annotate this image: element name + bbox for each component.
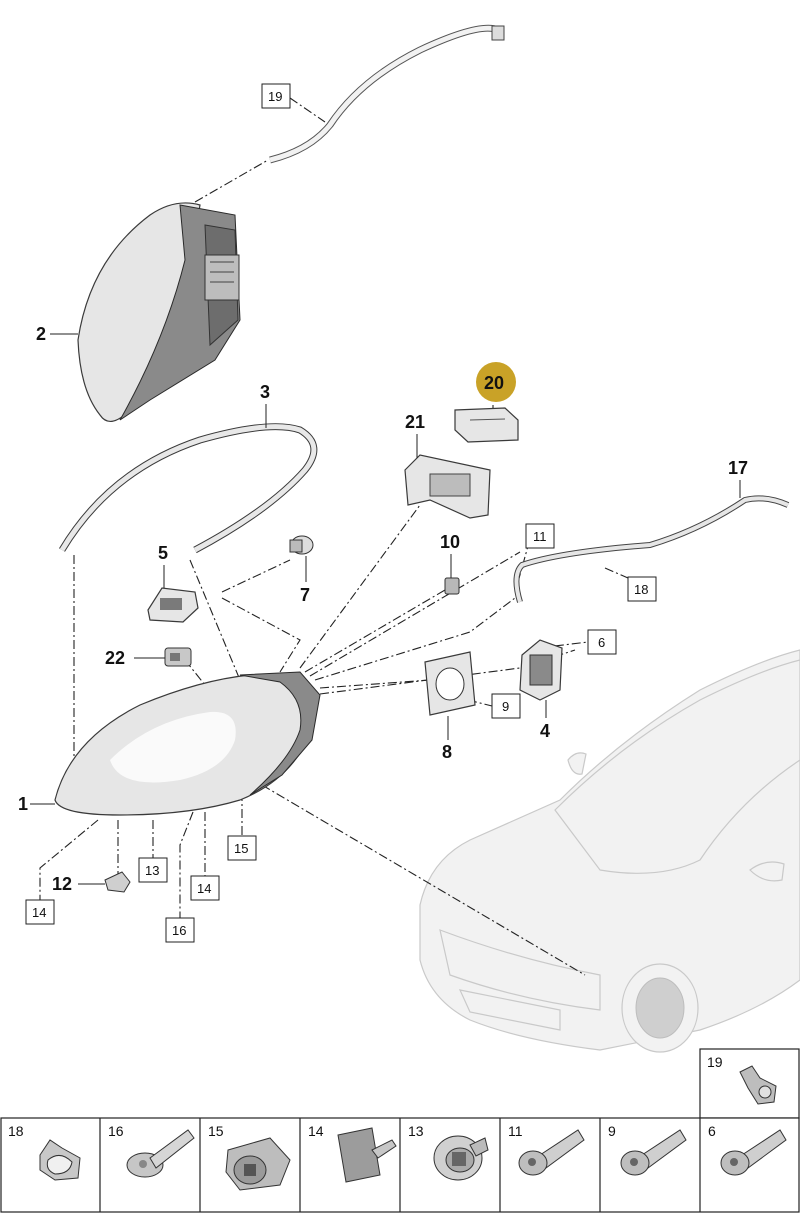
- control-unit-part-20: [454, 407, 519, 443]
- box-14-right: 14: [197, 881, 211, 896]
- callout-10: 10: [440, 532, 460, 552]
- screw-icon-13: [433, 1135, 489, 1181]
- box-13: 13: [145, 863, 159, 878]
- callout-2: 2: [36, 324, 46, 344]
- callout-20: 20: [484, 373, 504, 393]
- legend-label-15: 15: [208, 1123, 224, 1139]
- callout-17: 17: [728, 458, 748, 478]
- bolt-icon-16: [126, 1129, 195, 1178]
- callout-12: 12: [52, 874, 72, 894]
- callout-3: 3: [260, 382, 270, 402]
- wiring-harness-17: [513, 495, 790, 603]
- legend-label-16: 16: [108, 1123, 124, 1139]
- box-16: 16: [172, 923, 186, 938]
- box-6: 6: [598, 635, 605, 650]
- callout-21: 21: [405, 412, 425, 432]
- box-9: 9: [502, 699, 509, 714]
- clip-icon-18: [39, 1139, 81, 1181]
- actuator-part-7: [289, 535, 314, 555]
- legend-label-19: 19: [707, 1054, 723, 1070]
- nut-icon-15: [225, 1137, 291, 1191]
- vehicle-silhouette: [419, 649, 800, 1053]
- bolt-icon-11: [518, 1129, 585, 1176]
- box-18: 18: [634, 582, 648, 597]
- callout-5: 5: [158, 543, 168, 563]
- bolt-icon-6: [720, 1129, 787, 1176]
- box-15: 15: [234, 841, 248, 856]
- legend-label-14: 14: [308, 1123, 324, 1139]
- callout-labels: 1 2 3 4 5 7 8 10 12 17 21 22 20: [18, 324, 748, 894]
- boxed-callouts: 19 11 18 6 9 15 13 14 14 16: [25, 83, 657, 943]
- fastener-legend: 19 18 16 15 14 13 11 9 6: [0, 1048, 800, 1213]
- headlight-assembly-part-1: [54, 671, 321, 816]
- callout-4: 4: [540, 721, 550, 741]
- legend-label-9: 9: [608, 1123, 616, 1139]
- legend-label-6: 6: [708, 1123, 716, 1139]
- legend-label-18: 18: [8, 1123, 24, 1139]
- callout-7: 7: [300, 585, 310, 605]
- legend-label-11: 11: [508, 1123, 523, 1139]
- nut-part-12: [104, 871, 131, 893]
- box-19: 19: [268, 89, 282, 104]
- callout-1: 1: [18, 794, 28, 814]
- bolt-icon-9: [620, 1129, 687, 1176]
- clip-part-10: [444, 577, 460, 595]
- box-14-left: 14: [32, 905, 46, 920]
- wiring-harness-19: [269, 24, 505, 164]
- control-module-part-5: [147, 587, 199, 623]
- stud-icon-14: [337, 1127, 397, 1183]
- headlight-housing-part-2: [77, 202, 241, 422]
- legend-label-13: 13: [408, 1123, 424, 1139]
- bracket-part-21: [404, 454, 491, 519]
- connector-part-22: [164, 647, 192, 667]
- highlight-marker-20: [476, 362, 516, 402]
- callout-8: 8: [442, 742, 452, 762]
- trim-seal-part-3: [58, 423, 318, 554]
- clip-icon-19: [739, 1065, 777, 1105]
- box-11: 11: [533, 529, 547, 544]
- module-part-4: [519, 639, 563, 701]
- gasket-part-8: [424, 651, 476, 716]
- callout-22: 22: [105, 648, 125, 668]
